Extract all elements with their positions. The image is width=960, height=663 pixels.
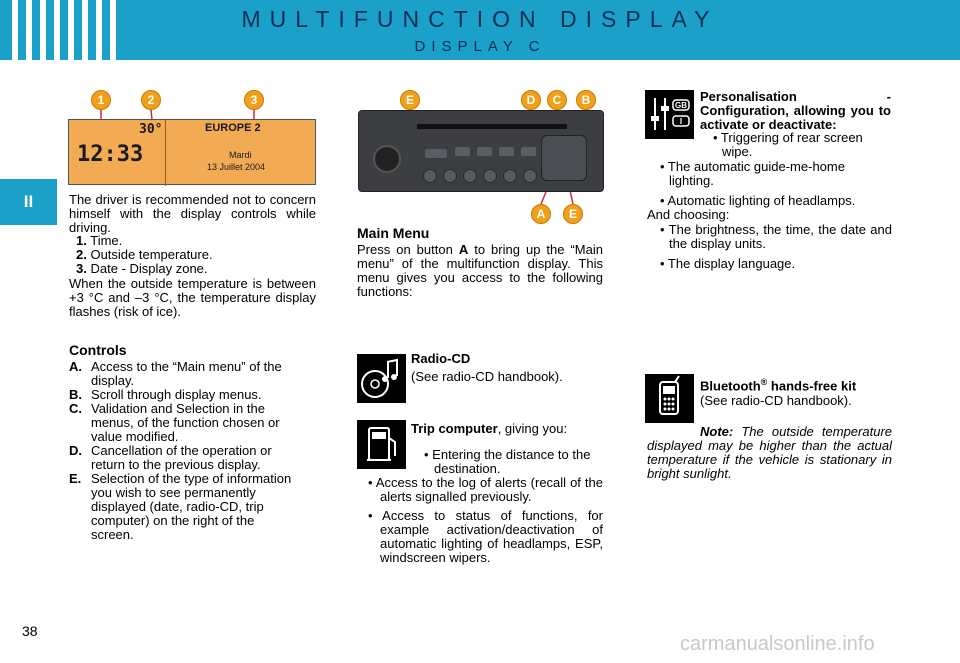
- bluetooth-phone-icon: [645, 374, 694, 423]
- callout-B: B: [576, 90, 596, 110]
- display-divider: [165, 120, 166, 186]
- radio-button: [499, 147, 514, 156]
- callout-E-top: E: [400, 90, 420, 110]
- bluetooth-note: (See radio-CD handbook).: [700, 393, 852, 408]
- language-icon-gb: GB: [675, 101, 687, 110]
- header-stripe: [40, 0, 46, 60]
- radio-cd-title: Radio-CD: [411, 351, 471, 366]
- personalisation-icon: GB I: [645, 90, 694, 139]
- personalisation-bullets: • The automatic guide-me-home lighting. …: [660, 160, 892, 208]
- display-day: Mardi: [229, 150, 252, 160]
- main-menu-text: Press on button A to bring up the “Main …: [357, 242, 603, 299]
- controls-list: A.Access to the “Main menu” of the displ…: [69, 360, 319, 542]
- multifunction-display-illustration: 12:33 30° EUROPE 2 Mardi 13 Juillet 2004: [68, 119, 316, 186]
- preset-button: [523, 169, 537, 183]
- header-stripe: [110, 0, 116, 60]
- callout-2: 2: [141, 90, 161, 110]
- list-item: • The automatic guide-me-home lighting.: [660, 159, 845, 188]
- navigation-cluster: [541, 135, 587, 181]
- trip-computer-text: Trip computer, giving you:: [411, 421, 568, 436]
- list-item: C.Validation and Selection in the menus,…: [69, 401, 280, 444]
- controls-heading: Controls: [69, 342, 127, 358]
- radio-cd-note: (See radio-CD handbook).: [411, 369, 563, 384]
- watermark: carmanualsonline.info: [680, 633, 875, 655]
- preset-button: [443, 169, 457, 183]
- radio-button: [425, 149, 447, 158]
- trip-sub-item: • Entering the distance to the destinati…: [424, 447, 591, 476]
- cd-slot: [417, 124, 567, 129]
- callout-E-bottom: E: [563, 204, 583, 224]
- callout-C: C: [547, 90, 567, 110]
- header-stripe: [12, 0, 18, 60]
- list-item: 3. Date - Display zone.: [76, 261, 208, 276]
- callout-3: 3: [244, 90, 264, 110]
- radio-unit-illustration: [358, 110, 604, 192]
- radio-cd-icon: [357, 354, 406, 403]
- bluetooth-title: Bluetooth® hands-free kit: [700, 377, 857, 394]
- temperature-warning-text: When the outside temperature is between …: [69, 276, 316, 319]
- display-station: EUROPE 2: [205, 122, 261, 134]
- trip-computer-icon: [357, 420, 406, 469]
- callout-A: A: [531, 204, 551, 224]
- list-item: 2. Outside temperature.: [76, 247, 213, 262]
- main-menu-heading: Main Menu: [357, 225, 430, 241]
- header-stripe: [26, 0, 32, 60]
- personalisation-sub-item: • Triggering of rear screen wipe.: [713, 130, 863, 159]
- list-item: E.Selection of the type of information y…: [69, 471, 292, 542]
- header-banner: MULTIFUNCTION DISPLAY DISPLAY C: [0, 0, 960, 60]
- display-time: 12:33: [77, 142, 144, 167]
- callout-D: D: [521, 90, 541, 110]
- callout-1: 1: [91, 90, 111, 110]
- personalisation-title: Personalisation - Configuration, allowin…: [700, 89, 891, 132]
- page-number: 38: [22, 623, 38, 639]
- display-temperature: 30°: [139, 122, 163, 137]
- trip-bullets: • Access to the log of alerts (recall of…: [368, 476, 603, 565]
- list-item: • The display language.: [660, 256, 796, 271]
- radio-button: [455, 147, 470, 156]
- choosing-bullets: • The brightness, the time, the date and…: [660, 223, 892, 271]
- preset-button: [463, 169, 477, 183]
- display-date: 13 Juillet 2004: [207, 162, 266, 172]
- preset-button: [423, 169, 437, 183]
- temperature-note: Note: The outside temperature displayed …: [647, 424, 892, 481]
- header-stripe: [68, 0, 74, 60]
- header-stripe: [96, 0, 102, 60]
- choosing-label: And choosing:: [647, 207, 730, 222]
- list-item: D.Cancellation of the operation or retur…: [69, 443, 272, 472]
- driver-advice-text: The driver is recommended not to concern…: [69, 192, 316, 235]
- list-item: • Access to status of functions, for exa…: [368, 508, 603, 565]
- radio-button: [477, 147, 492, 156]
- list-item: A.Access to the “Main menu” of the displ…: [69, 359, 282, 388]
- list-item: B.Scroll through display menus.: [69, 387, 262, 402]
- display-zones-list: 1. Time. 2. Outside temperature. 3. Date…: [76, 234, 316, 276]
- header-stripe: [82, 0, 88, 60]
- preset-button: [483, 169, 497, 183]
- preset-button: [503, 169, 517, 183]
- list-item: • Automatic lighting of headlamps.: [660, 193, 856, 208]
- language-icon-i: I: [680, 117, 682, 126]
- page-subtitle: DISPLAY C: [414, 38, 546, 55]
- volume-knob: [373, 145, 401, 173]
- list-item: • The brightness, the time, the date and…: [660, 222, 892, 251]
- page-title: MULTIFUNCTION DISPLAY: [241, 6, 719, 32]
- list-item: 1. Time.: [76, 233, 123, 248]
- list-item: • Access to the log of alerts (recall of…: [368, 475, 603, 504]
- radio-button: [521, 147, 536, 156]
- chapter-tab: II: [0, 179, 57, 225]
- header-stripe: [54, 0, 60, 60]
